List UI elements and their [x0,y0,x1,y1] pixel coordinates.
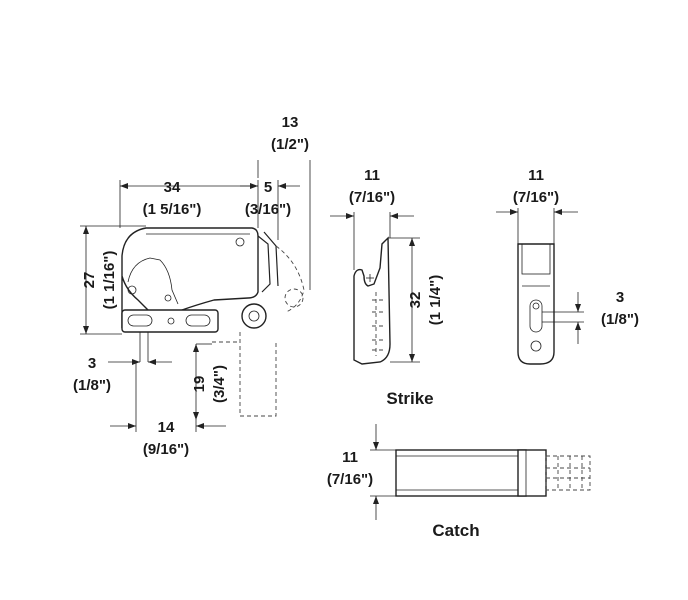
dimension-11-front: 11 (7/16") [496,167,578,244]
dimension-13: 13 (1/2") [257,114,311,290]
dimension-5: 5 (3/16") [240,179,300,240]
dim-34-in: (1 5/16") [143,201,202,218]
dimension-11-strike: 11 (7/16") [330,167,414,270]
dim-27-mm: 27 [81,272,98,289]
caption-catch: Catch [432,521,479,540]
dim-19-in: (3/4") [211,365,228,403]
dimension-11-catch: 11 (7/16") [327,424,396,520]
dim-11a-in: (7/16") [349,189,395,206]
dimension-19: 19 (3/4") [191,343,228,420]
dim-11b-mm: 11 [528,167,544,184]
dim-3a-mm: 3 [88,355,96,372]
dimension-3-right: 3 (1/8") [542,289,639,344]
dim-14-mm: 14 [158,419,175,436]
dim-13-mm: 13 [282,114,299,131]
catch-view [395,449,591,497]
dimension-34: 34 (1 5/16") [119,179,259,228]
dim-11c-mm: 11 [342,449,358,466]
dim-32-in: (1 1/4") [427,275,444,325]
dim-13-in: (1/2") [271,136,309,153]
dim-3b-in: (1/8") [601,311,639,328]
dim-5-mm: 5 [264,179,272,196]
dim-11b-in: (7/16") [513,189,559,206]
dimension-3-left: 3 (1/8") [73,355,172,394]
dim-3a-in: (1/8") [73,377,111,394]
dim-11c-in: (7/16") [327,471,373,488]
caption-strike: Strike [386,389,433,408]
strike-front-view [517,243,555,365]
dim-11a-mm: 11 [364,167,380,184]
dimension-14: 14 (9/16") [110,362,226,458]
dim-3b-mm: 3 [616,289,624,306]
dim-19-mm: 19 [191,376,208,393]
dim-34-mm: 34 [164,179,181,196]
dim-5-in: (3/16") [245,201,291,218]
dim-27-in: (1 1/16") [101,251,118,310]
latch-side-view [121,227,305,417]
dim-14-in: (9/16") [143,441,189,458]
strike-view [353,236,391,365]
dimension-27: 27 (1 1/16") [80,225,146,335]
dim-32-mm: 32 [407,292,424,309]
dimension-32: 32 (1 1/4") [388,237,444,363]
